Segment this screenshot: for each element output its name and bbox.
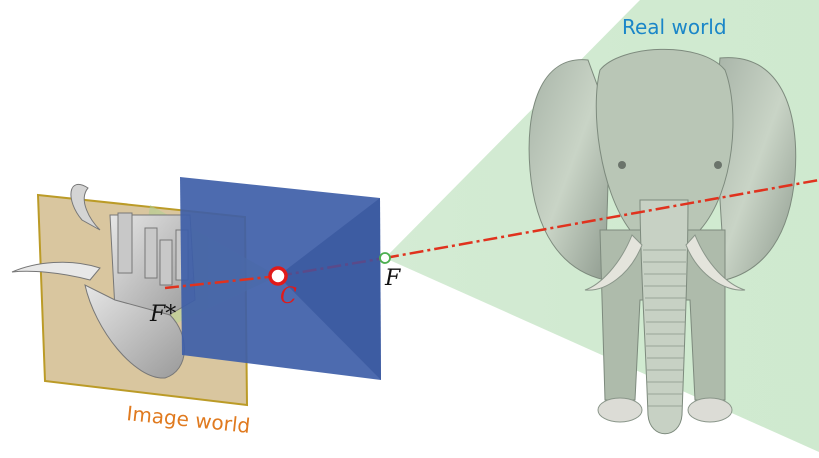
- image-world-label: Image world: [125, 401, 251, 438]
- focal-point-marker: [379, 252, 391, 264]
- inverted-elephant-figure: [11, 183, 196, 379]
- camera-center-label: C: [280, 284, 297, 309]
- optical-axis-inside-camera: [277, 256, 386, 278]
- camera-center-marker: [268, 266, 288, 286]
- focal-point-label: F: [384, 266, 401, 291]
- image-point-label: F*: [149, 302, 176, 327]
- optical-axis-real-side: [384, 178, 819, 260]
- elephant-real-figure: [528, 48, 797, 435]
- real-world-label: Real world: [622, 15, 727, 39]
- trunk-rings: [643, 249, 686, 407]
- sensor-projection-wedge: [278, 198, 381, 380]
- optical-axis-image-side: [164, 274, 279, 290]
